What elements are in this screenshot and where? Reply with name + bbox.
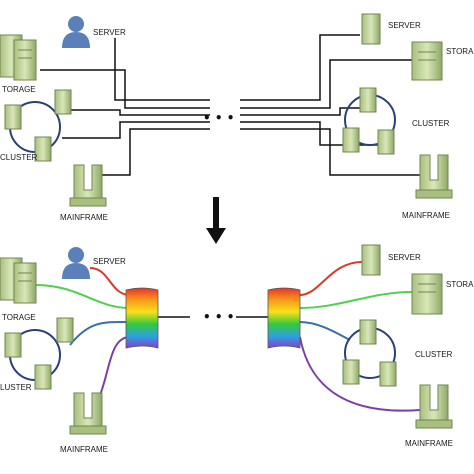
bottom-right-storage-label: STORA xyxy=(446,280,474,289)
mainframe-icon xyxy=(69,392,107,435)
bottom-left-storage-label: TORAGE xyxy=(2,313,36,322)
mainframe-icon xyxy=(415,154,453,199)
top-left-storage-label: TORAGE xyxy=(2,85,36,94)
bottom-right-mainframe-label: MAINFRAME xyxy=(405,439,453,448)
top-left-wires xyxy=(40,38,210,176)
top-right-cluster-label: CLUSTER xyxy=(412,119,450,128)
mainframe-icon xyxy=(415,384,453,429)
top-right-server-label: SERVER xyxy=(388,21,421,30)
storage-icon xyxy=(411,41,443,81)
cluster-icon xyxy=(4,317,74,390)
server-icon xyxy=(361,244,381,276)
top-ellipsis: • • • xyxy=(203,111,234,125)
bottom-left-links xyxy=(34,267,131,396)
bottom-left-server-label: SERVER xyxy=(93,257,126,266)
cluster-icon xyxy=(342,319,397,387)
user-icon xyxy=(62,16,90,48)
bottom-left-cluster-label: LUSTER xyxy=(0,383,32,392)
multiplexer-icon xyxy=(267,287,301,349)
bottom-right-server-label: SERVER xyxy=(388,253,421,262)
bottom-right-links xyxy=(299,261,421,412)
top-right-storage-label: STORA xyxy=(446,47,474,56)
mainframe-icon xyxy=(69,164,107,207)
arrow-down-icon xyxy=(206,197,226,244)
top-left-mainframe-label: MAINFRAME xyxy=(60,213,108,222)
storage-icon xyxy=(411,273,443,315)
top-left-server-label: SERVER xyxy=(93,28,126,37)
bottom-right-cluster-label: CLUSTER xyxy=(415,350,453,359)
cluster-icon xyxy=(4,89,72,162)
top-left-cluster-label: CLUSTER xyxy=(0,153,38,162)
top-right-mainframe-label: MAINFRAME xyxy=(402,211,450,220)
multiplexer-icon xyxy=(125,287,159,349)
cluster-icon xyxy=(342,87,396,155)
storage-icon xyxy=(0,34,37,81)
bottom-ellipsis: • • • xyxy=(203,310,234,324)
user-icon xyxy=(62,247,90,279)
storage-icon xyxy=(0,257,37,304)
bottom-left-mainframe-label: MAINFRAME xyxy=(60,445,108,454)
server-icon xyxy=(361,13,381,45)
